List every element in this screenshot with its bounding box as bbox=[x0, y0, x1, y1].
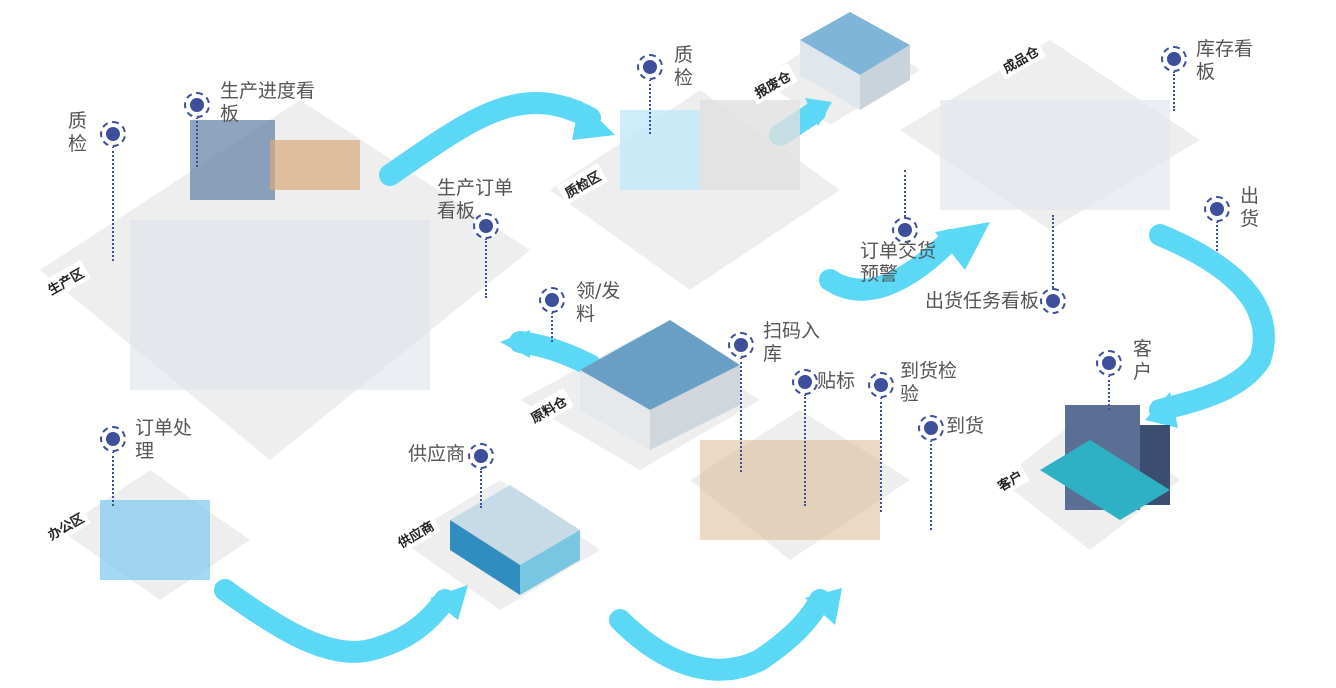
qc-left-label: 质检 bbox=[68, 110, 88, 155]
inventory-board-label: 库存看板 bbox=[1196, 38, 1254, 83]
qc-top-label: 质检 bbox=[674, 44, 694, 89]
qc-top-marker-icon[interactable] bbox=[637, 54, 663, 80]
marker-stem bbox=[551, 312, 553, 342]
marker-stem bbox=[196, 117, 198, 167]
marker-stem bbox=[480, 468, 482, 508]
flow-supplier-to-receiving bbox=[609, 589, 831, 681]
arrival-marker-icon[interactable] bbox=[918, 415, 944, 441]
label-label: 贴标 bbox=[817, 370, 856, 392]
shipping-board-label: 出货任务看板 bbox=[925, 290, 1040, 312]
arrow-heads bbox=[430, 98, 1178, 625]
progress-board-label: 生产进度看板 bbox=[220, 80, 316, 125]
scan-in-marker-icon[interactable] bbox=[728, 332, 754, 358]
supplier-label: 供应商 bbox=[408, 443, 466, 465]
marker-stem bbox=[904, 170, 906, 217]
arrival-check-label: 到货检验 bbox=[900, 360, 958, 405]
marker-stem bbox=[1052, 215, 1054, 288]
buildings bbox=[100, 12, 1170, 595]
marker-stem bbox=[1108, 375, 1110, 410]
label-marker-icon[interactable] bbox=[792, 369, 818, 395]
ship-label: 出货 bbox=[1240, 185, 1260, 230]
progress-board-marker-icon[interactable] bbox=[184, 92, 210, 118]
customer-label: 客户 bbox=[1133, 338, 1153, 383]
flow-ship-to-customer bbox=[1149, 224, 1275, 421]
marker-stem bbox=[740, 357, 742, 472]
flow-to-finished bbox=[819, 229, 961, 301]
material-label: 领/发料 bbox=[576, 280, 621, 325]
flow-production-to-qc bbox=[379, 92, 601, 186]
delivery-warning-label: 订单交货预警 bbox=[860, 240, 937, 285]
material-marker-icon[interactable] bbox=[539, 287, 565, 313]
marker-stem bbox=[112, 451, 114, 506]
supplier-marker-icon[interactable] bbox=[468, 443, 494, 469]
marker-stem bbox=[1173, 71, 1175, 111]
arrival-check-marker-icon[interactable] bbox=[868, 372, 894, 398]
order-board-label: 生产订单看板 bbox=[437, 177, 514, 222]
ship-marker-icon[interactable] bbox=[1204, 196, 1230, 222]
marker-stem bbox=[804, 394, 806, 506]
qc-left-marker-icon[interactable] bbox=[100, 121, 126, 147]
arrival-label: 到货 bbox=[946, 415, 985, 437]
marker-stem bbox=[649, 79, 651, 134]
flow-arrows bbox=[214, 92, 1275, 681]
marker-stem bbox=[485, 238, 487, 298]
marker-stem bbox=[1216, 221, 1218, 251]
delivery-warning-marker-icon[interactable] bbox=[892, 217, 918, 243]
order-board-marker-icon[interactable] bbox=[473, 213, 499, 239]
shipping-board-marker-icon[interactable] bbox=[1040, 288, 1066, 314]
customer-marker-icon[interactable] bbox=[1096, 350, 1122, 376]
inventory-board-marker-icon[interactable] bbox=[1161, 46, 1187, 72]
scan-in-label: 扫码入库 bbox=[763, 320, 821, 365]
marker-stem bbox=[880, 397, 882, 512]
flow-office-to-supplier bbox=[214, 579, 456, 663]
marker-stem bbox=[930, 440, 932, 530]
order-process-marker-icon[interactable] bbox=[100, 426, 126, 452]
marker-stem bbox=[112, 146, 114, 261]
flow-raw-to-production bbox=[509, 331, 601, 376]
order-process-label: 订单处理 bbox=[135, 417, 193, 462]
